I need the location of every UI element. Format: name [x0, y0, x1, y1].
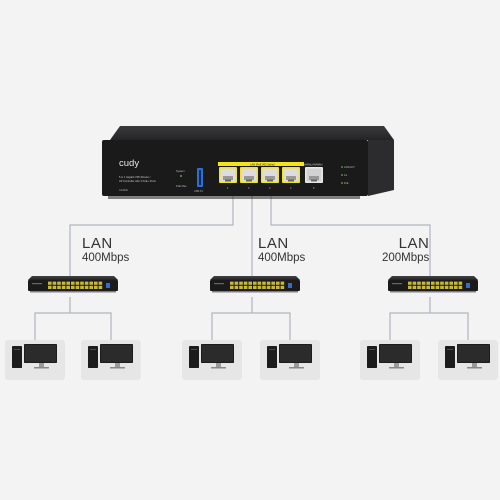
desktop-pc-icon [260, 340, 320, 380]
link-line-right [270, 196, 431, 276]
link-label-1: LAN 400Mbps [82, 236, 129, 265]
poe-ports-label: LAN (PoE 802.3af/at) [250, 162, 275, 166]
ethernet-port-icon[interactable] [305, 167, 323, 183]
switch-icon [210, 276, 300, 293]
switch-drop-left [34, 297, 112, 340]
link-line-left [69, 196, 234, 276]
router-brand-logo: cudy [119, 158, 139, 169]
ethernet-port-icon[interactable] [219, 167, 237, 183]
port-number-5: 5 [313, 186, 315, 190]
desktop-pc-icon [360, 340, 420, 380]
port-number-3: 3 [269, 186, 271, 190]
port-number-4: 4 [290, 186, 292, 190]
desktop-pc-icon [182, 340, 242, 380]
ethernet-ports: 1 2 3 4 5 [219, 167, 323, 190]
led-legend-linkact: LINK/ACT [344, 166, 355, 169]
link-speed: 400Mbps [258, 252, 306, 264]
ethernet-port-icon[interactable] [282, 167, 300, 183]
desktop-pc-icon [438, 340, 498, 380]
poe-max-label: PoE Max [176, 184, 187, 188]
ethernet-port-icon[interactable] [261, 167, 279, 183]
ethernet-port-icon[interactable] [240, 167, 258, 183]
link-name: LAN [398, 235, 430, 252]
connection-lines [34, 196, 469, 340]
link-name: LAN [258, 235, 289, 252]
led-legend-1g: 1G [344, 174, 347, 177]
router-icon: cudy 5 in 1 Gigabit VPN Router / AP Cont… [102, 126, 394, 199]
router-side-face [368, 140, 394, 196]
desktop-pc-icon [5, 340, 65, 380]
desktop-pc-icon [81, 340, 141, 380]
switch-drop-middle [211, 297, 291, 340]
link-speed: 400Mbps [82, 252, 130, 264]
port-number-2: 2 [248, 186, 250, 190]
led-legend: LINK/ACT 1G PoE [341, 166, 355, 185]
port-number-1: 1 [227, 186, 229, 190]
system-label: System [176, 169, 185, 173]
link-label-3: LAN 200Mbps [382, 236, 429, 265]
router-model: GS1000 [119, 189, 128, 192]
router-top-face [110, 126, 394, 140]
router-product-line2: AP Controller with 4 PoE+ Ports [119, 179, 156, 183]
poe-ports-bar [218, 162, 304, 166]
led-legend-poe: PoE [344, 182, 349, 185]
wan-label: WAN/LAN/WAN [304, 162, 323, 166]
switch-icon [388, 276, 478, 293]
router-product-line1: 5 in 1 Gigabit VPN Router / [119, 175, 151, 179]
link-speed: 200Mbps [382, 252, 430, 264]
system-led [180, 175, 182, 177]
switch-icon [28, 276, 118, 293]
link-label-2: LAN 400Mbps [258, 236, 305, 265]
usb-label: USB 3.0 [194, 190, 204, 193]
switch-drop-right [389, 297, 469, 340]
link-name: LAN [82, 235, 113, 252]
